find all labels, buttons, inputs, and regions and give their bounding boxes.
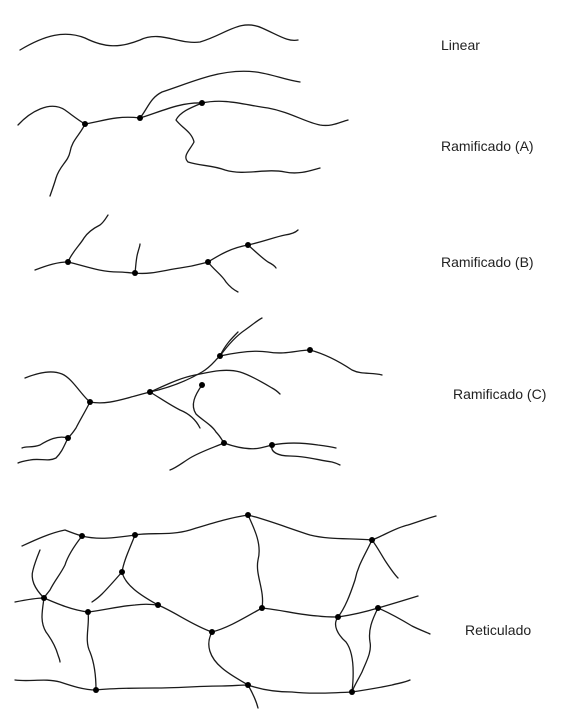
crosslink-point	[79, 533, 85, 539]
branch-point	[137, 115, 143, 121]
crosslink-point	[85, 609, 91, 615]
crosslink	[44, 536, 82, 598]
branched-c-branch-10	[224, 443, 336, 449]
branch-point	[65, 259, 71, 265]
label-branched-a: Ramificado (A)	[441, 139, 534, 153]
branched-c-branch-7	[150, 370, 280, 394]
crosslink-point	[41, 595, 47, 601]
branch-point	[205, 259, 211, 265]
branched-a-main-chain	[18, 101, 348, 125]
crosslinked-structure	[15, 512, 436, 708]
branched-c-branch-5	[220, 318, 262, 356]
branched-c-branch-1	[68, 402, 90, 438]
branched-b-branch-2	[135, 244, 140, 273]
label-branched-b: Ramificado (B)	[441, 255, 534, 269]
branched-b-branch-4	[248, 245, 276, 268]
branched-c-branch-9	[170, 443, 224, 470]
crosslink	[336, 617, 354, 692]
crosslink	[378, 608, 430, 634]
branch-point	[199, 100, 205, 106]
crosslink	[92, 572, 122, 602]
crosslink	[209, 632, 248, 685]
crosslink	[338, 540, 372, 617]
branch-point	[307, 347, 313, 353]
branch-point	[65, 435, 71, 441]
crosslink	[248, 685, 258, 708]
crosslink	[352, 608, 378, 692]
branched-c-branch-8	[193, 385, 224, 443]
crosslink-point	[259, 605, 265, 611]
branch-point	[82, 121, 88, 127]
crosslink	[42, 598, 60, 662]
branch-point	[245, 242, 251, 248]
crosslink-point	[245, 682, 251, 688]
branch-point	[217, 353, 223, 359]
branched-c-branch-3	[18, 438, 68, 463]
crosslink-point	[132, 532, 138, 538]
branched-a-branch-1	[50, 124, 85, 196]
branch-point	[87, 399, 93, 405]
crosslink-point	[369, 537, 375, 543]
branched-c-branch-11	[272, 445, 340, 465]
crosslink-point	[245, 512, 251, 518]
branched-b-structure	[35, 215, 298, 292]
crosslink-point	[335, 614, 341, 620]
crosslink-point	[119, 569, 125, 575]
branch-point	[269, 442, 275, 448]
linear-structure	[20, 25, 298, 50]
crosslink-point	[93, 687, 99, 693]
crosslink	[248, 515, 263, 608]
branch-point	[199, 382, 205, 388]
label-linear: Linear	[441, 38, 480, 52]
label-branched-c: Ramificado (C)	[453, 387, 546, 401]
crosslinked-chain-middle	[15, 596, 418, 632]
branch-point	[147, 389, 153, 395]
branched-b-branch-3	[208, 262, 238, 292]
branch-point	[221, 440, 227, 446]
branched-c-structure	[18, 318, 382, 470]
branched-a-branch-3	[176, 103, 320, 173]
crosslink-point	[155, 602, 161, 608]
crosslink	[372, 540, 398, 578]
branched-c-branch-4	[150, 392, 200, 428]
crosslink	[122, 535, 158, 605]
branched-c-branch-2	[22, 437, 68, 448]
branched-b-branch-1	[68, 215, 108, 262]
branch-point	[132, 270, 138, 276]
linear-chain	[20, 25, 298, 50]
crosslink	[87, 612, 96, 690]
branched-c-main-chain	[25, 350, 382, 403]
crosslink-point	[349, 689, 355, 695]
crosslink-point	[375, 605, 381, 611]
branched-a-structure	[18, 71, 348, 196]
crosslink-point	[209, 629, 215, 635]
branched-a-branch-2	[140, 71, 300, 118]
crosslink	[32, 550, 44, 598]
label-crosslinked: Reticulado	[465, 623, 531, 637]
